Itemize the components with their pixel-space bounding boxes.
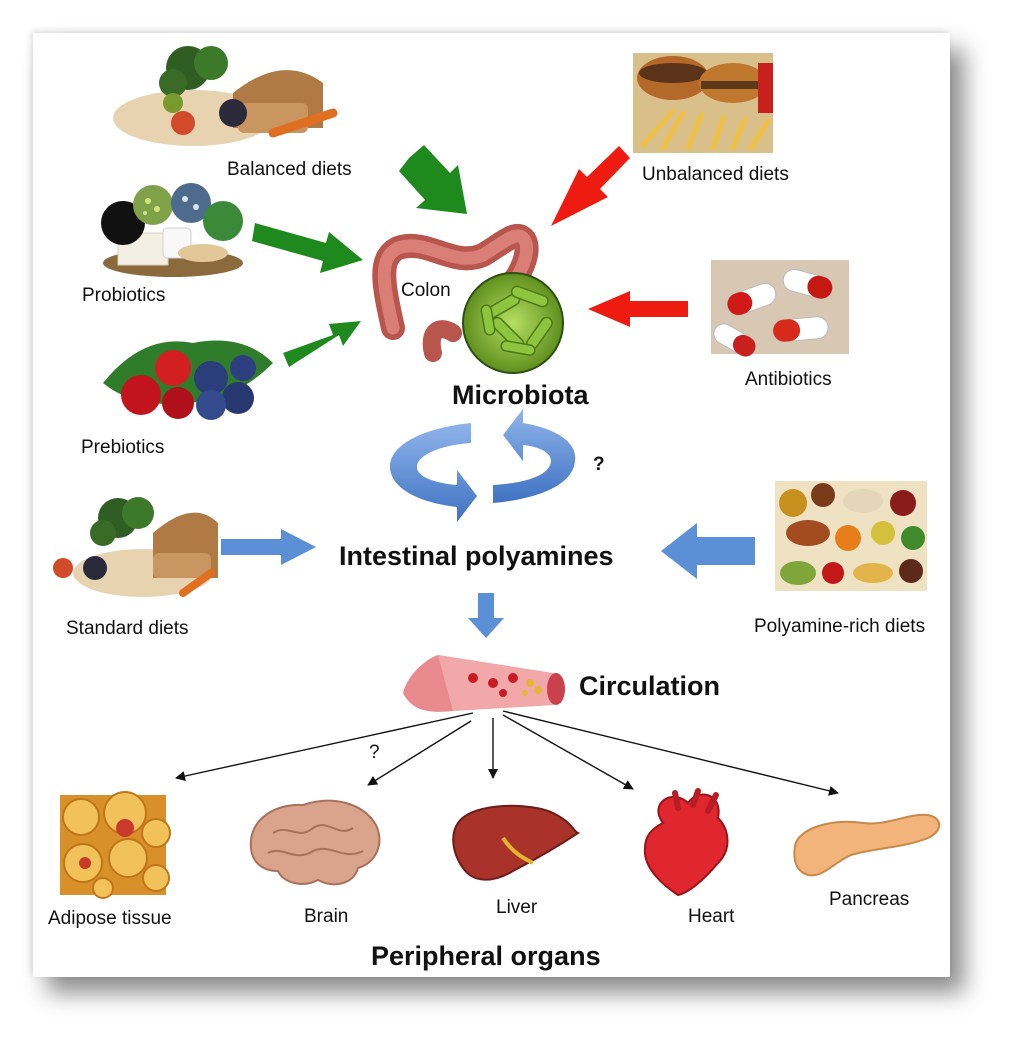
polyamine-rich-diets-label: Polyamine-rich diets bbox=[754, 616, 926, 637]
balanced-diets-label: Balanced diets bbox=[227, 159, 352, 180]
liver-image bbox=[452, 804, 581, 881]
antibiotics-label: Antibiotics bbox=[745, 369, 832, 390]
microbiota-label: Microbiota bbox=[452, 380, 589, 410]
arrow-balanced-to-microbiota bbox=[399, 145, 467, 214]
standard-diets-label: Standard diets bbox=[66, 618, 189, 639]
arrow-standard-to-polyamines bbox=[221, 529, 316, 565]
intestinal-polyamines-label: Intestinal polyamines bbox=[339, 541, 614, 571]
arrow-to-pancreas bbox=[502, 710, 839, 796]
unbalanced-diets-image bbox=[633, 53, 773, 153]
liver-label: Liver bbox=[496, 897, 538, 918]
adipose-tissue-image bbox=[60, 791, 171, 899]
cycle-arrows bbox=[389, 409, 576, 522]
arrow-antibiotics-to-microbiota bbox=[588, 291, 688, 327]
adipose-tissue-label: Adipose tissue bbox=[48, 908, 172, 929]
brain-label: Brain bbox=[304, 906, 349, 927]
colon-label: Colon bbox=[401, 280, 451, 301]
antibiotics-image bbox=[711, 260, 849, 357]
arrow-prebiotics-to-microbiota bbox=[283, 321, 361, 367]
arrow-to-brain bbox=[367, 720, 472, 786]
arrow-unbalanced-to-microbiota bbox=[551, 146, 630, 226]
circulation-label: Circulation bbox=[579, 671, 721, 701]
arrow-to-adipose bbox=[175, 712, 474, 781]
bacteria-image bbox=[462, 272, 564, 374]
cycle-question-mark: ? bbox=[593, 454, 605, 475]
polyamine-rich-diets-image bbox=[775, 481, 927, 591]
arrow-polyamines-to-circulation bbox=[468, 593, 504, 638]
probiotics-label: Probiotics bbox=[82, 285, 166, 306]
colon-image bbox=[372, 224, 539, 362]
pancreas-label: Pancreas bbox=[829, 889, 910, 910]
prebiotics-label: Prebiotics bbox=[81, 437, 165, 458]
probiotics-image bbox=[101, 183, 243, 277]
peripheral-organs-label: Peripheral organs bbox=[371, 941, 601, 971]
heart-label: Heart bbox=[688, 906, 735, 927]
arrow-probiotics-to-microbiota bbox=[252, 223, 363, 273]
balanced-diets-image bbox=[113, 46, 338, 146]
unbalanced-diets-label: Unbalanced diets bbox=[642, 164, 789, 185]
prebiotics-image bbox=[103, 340, 273, 420]
organ-arrows bbox=[175, 710, 839, 796]
heart-image bbox=[643, 788, 729, 897]
blood-vessel-image bbox=[403, 655, 565, 712]
figure-panel: Balanced diets Unbalanced diets Probioti… bbox=[33, 33, 950, 977]
diagram-artwork bbox=[53, 46, 941, 899]
brain-image bbox=[249, 799, 381, 886]
standard-diets-image bbox=[53, 497, 218, 597]
arrow-to-heart bbox=[502, 714, 634, 790]
pancreas-image bbox=[793, 813, 941, 877]
arrow-polyamine-rich-to-polyamines bbox=[661, 523, 755, 579]
brain-question-mark: ? bbox=[369, 742, 380, 763]
